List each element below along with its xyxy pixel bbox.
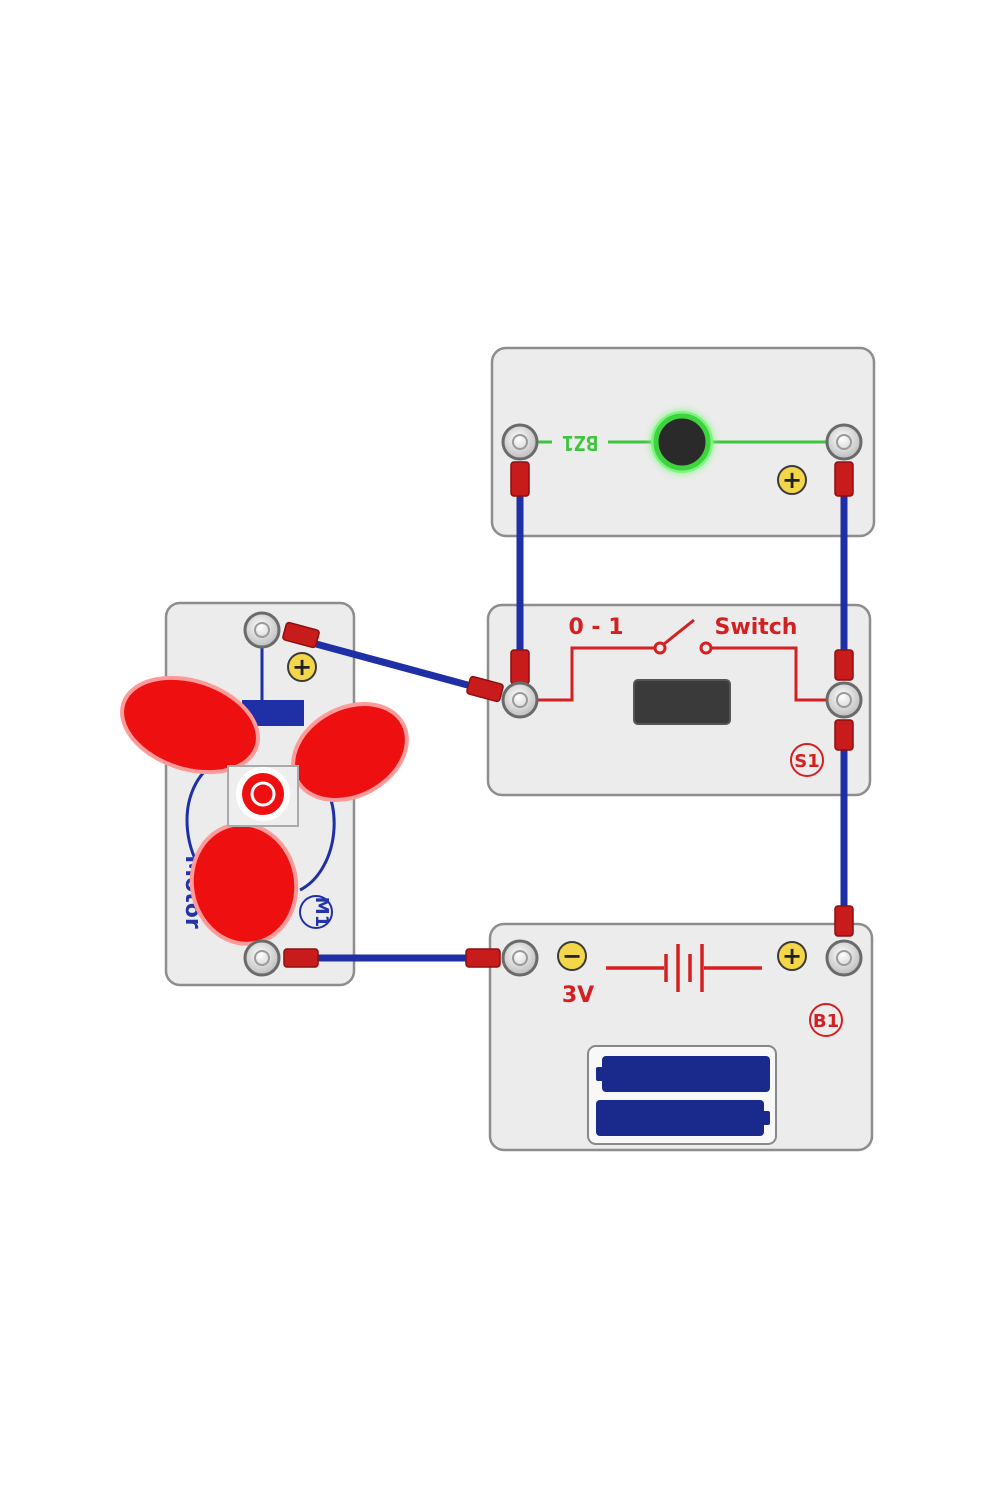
snap-buzzer-right[interactable]: [825, 423, 863, 461]
battery-plus-icon: [777, 941, 807, 971]
wire-motor-to-switch[interactable]: [290, 634, 490, 694]
buzzer-plus-icon: [777, 465, 807, 495]
buzzer-plus-sign: +: [782, 466, 802, 494]
connectors: [282, 461, 854, 968]
connector-switch-left-wire[interactable]: [466, 675, 504, 703]
battery-cell-top: [602, 1056, 770, 1092]
connector-buzzer-right[interactable]: [834, 461, 854, 497]
snap-terminals: [243, 423, 863, 977]
snap-switch-right[interactable]: [825, 681, 863, 719]
switch-trace-right: [711, 646, 830, 702]
battery-id-label: B1: [813, 1011, 839, 1032]
connector-buzzer-left[interactable]: [510, 461, 530, 497]
buzzer-indicator: [653, 413, 711, 471]
snap-switch-left[interactable]: [501, 681, 539, 719]
fan-hub-center: [250, 781, 276, 807]
connector-switch-right-top[interactable]: [834, 649, 854, 681]
switch-name-label: Switch: [715, 615, 798, 640]
connector-switch-right-bottom[interactable]: [834, 719, 854, 751]
connector-switch-left[interactable]: [510, 649, 530, 685]
connector-motor-bottom[interactable]: [283, 948, 319, 968]
buzzer-label: BZ1: [562, 431, 598, 455]
battery-cell-bottom: [596, 1100, 764, 1136]
motor-id-label: M1: [311, 897, 332, 927]
battery-voltage-label: 3V: [562, 983, 594, 1008]
fan-blade-left: [120, 675, 260, 775]
wires: [290, 484, 848, 962]
switch-lever: [663, 618, 695, 646]
switch-slider[interactable]: [633, 679, 731, 725]
battery-id-badge: [809, 1003, 843, 1037]
battery-cell-bottom-cap: [762, 1111, 770, 1125]
motor-id-badge: [299, 895, 333, 929]
switch-id-label: S1: [794, 751, 820, 772]
motor-plus-sign: +: [292, 653, 312, 681]
switch-trace: [536, 646, 655, 702]
switch-id-badge: [790, 743, 824, 777]
motor-plus-icon: [287, 652, 317, 682]
battery-minus-sign: −: [562, 942, 582, 970]
snap-buzzer-left[interactable]: [501, 423, 539, 461]
connector-battery-right[interactable]: [834, 905, 854, 937]
battery-symbol-icon: [606, 944, 762, 992]
snap-motor-top[interactable]: [243, 611, 281, 649]
connector-motor-top[interactable]: [282, 621, 320, 649]
connector-battery-left[interactable]: [465, 948, 501, 968]
battery-cell-top-cap: [596, 1067, 604, 1081]
snap-motor-bottom[interactable]: [243, 939, 281, 977]
battery-plus-sign: +: [782, 942, 802, 970]
snap-battery-right[interactable]: [825, 939, 863, 977]
switch-states-label: 0 - 1: [568, 615, 623, 640]
fan-propeller-icon: [120, 675, 409, 946]
battery-minus-icon: [557, 941, 587, 971]
snap-battery-left[interactable]: [501, 939, 539, 977]
switch-contact-left: [653, 641, 667, 655]
